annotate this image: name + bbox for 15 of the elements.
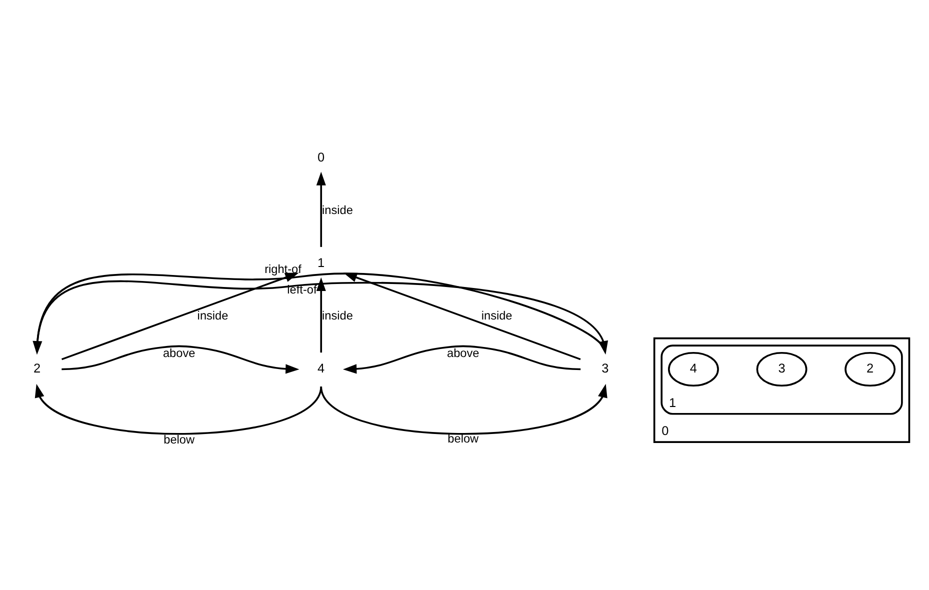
node-text: 1 [318, 254, 325, 270]
edge-label: inside [197, 308, 228, 322]
edge-label: inside [481, 308, 512, 322]
edge-label: left-of [287, 282, 317, 296]
edge-label: below [448, 430, 479, 445]
edge-label: above [447, 345, 480, 360]
edge-label: right-of [264, 262, 302, 276]
edge-label: inside [322, 308, 353, 322]
edge-label: below [164, 432, 195, 446]
edge-label: inside [322, 202, 353, 216]
node-text: 4 [318, 360, 325, 376]
node-text: 0 [318, 148, 325, 164]
edge-label: above [162, 345, 196, 360]
node-text: 3 [602, 360, 609, 376]
node-text: 2 [34, 360, 41, 376]
